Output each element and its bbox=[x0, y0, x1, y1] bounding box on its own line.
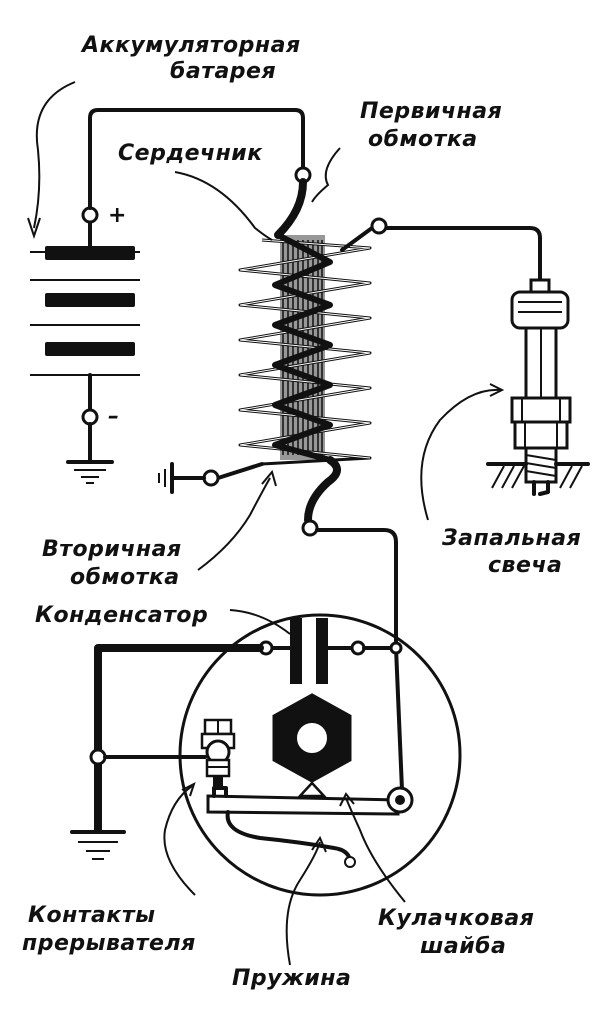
core-label: Сердечник bbox=[118, 141, 263, 166]
primary-winding-label: Первичная bbox=[360, 99, 502, 124]
breaker-ground-icon bbox=[70, 830, 126, 860]
breaker-contacts-label-line2: прерывателя bbox=[22, 931, 196, 956]
cam-washer-label: Кулачковая bbox=[378, 906, 534, 931]
breaker-contacts-label: Контакты bbox=[28, 903, 155, 928]
breaker-arm bbox=[206, 781, 414, 816]
primary-winding bbox=[272, 232, 333, 463]
secondary-ground-terminal bbox=[202, 469, 220, 487]
condenser-label: Конденсатор bbox=[35, 603, 208, 628]
spark-plug-label: Запальная bbox=[441, 526, 581, 551]
spark-plug-label-line2: свеча bbox=[488, 553, 562, 578]
battery-label-line2: батарея bbox=[170, 59, 276, 84]
spark-plug bbox=[510, 278, 572, 496]
leader-lines bbox=[27, 81, 505, 966]
battery-label: Аккумуляторная bbox=[80, 33, 301, 58]
fixed-contact bbox=[200, 718, 236, 786]
secondary-terminal bbox=[370, 217, 388, 235]
battery: + – bbox=[30, 203, 140, 484]
secondary-winding-label-line2: обмотка bbox=[70, 565, 180, 590]
battery-plus-terminal bbox=[81, 206, 99, 224]
primary-winding-label-line2: обмотка bbox=[368, 127, 478, 152]
secondary-to-spark-wire bbox=[340, 226, 542, 292]
battery-ground-icon bbox=[66, 460, 114, 484]
condenser-to-ground-wire bbox=[94, 644, 264, 834]
engine-surface bbox=[486, 462, 590, 489]
spring-label: Пружина bbox=[232, 966, 351, 991]
battery-to-primary-wire bbox=[88, 108, 305, 210]
ignition-coil bbox=[238, 232, 372, 466]
secondary-ground-icon bbox=[158, 462, 174, 494]
cam-washer-label-line2: шайба bbox=[420, 934, 506, 959]
battery-minus-terminal bbox=[81, 408, 99, 426]
minus-sign: – bbox=[108, 404, 120, 429]
cam-washer bbox=[272, 693, 352, 783]
plus-sign: + bbox=[108, 203, 127, 228]
secondary-winding-label: Вторичная bbox=[42, 537, 182, 562]
breaker-assembly bbox=[70, 613, 462, 897]
condenser bbox=[258, 618, 403, 684]
spring bbox=[225, 810, 352, 862]
primary-to-breaker-wire bbox=[304, 456, 341, 524]
